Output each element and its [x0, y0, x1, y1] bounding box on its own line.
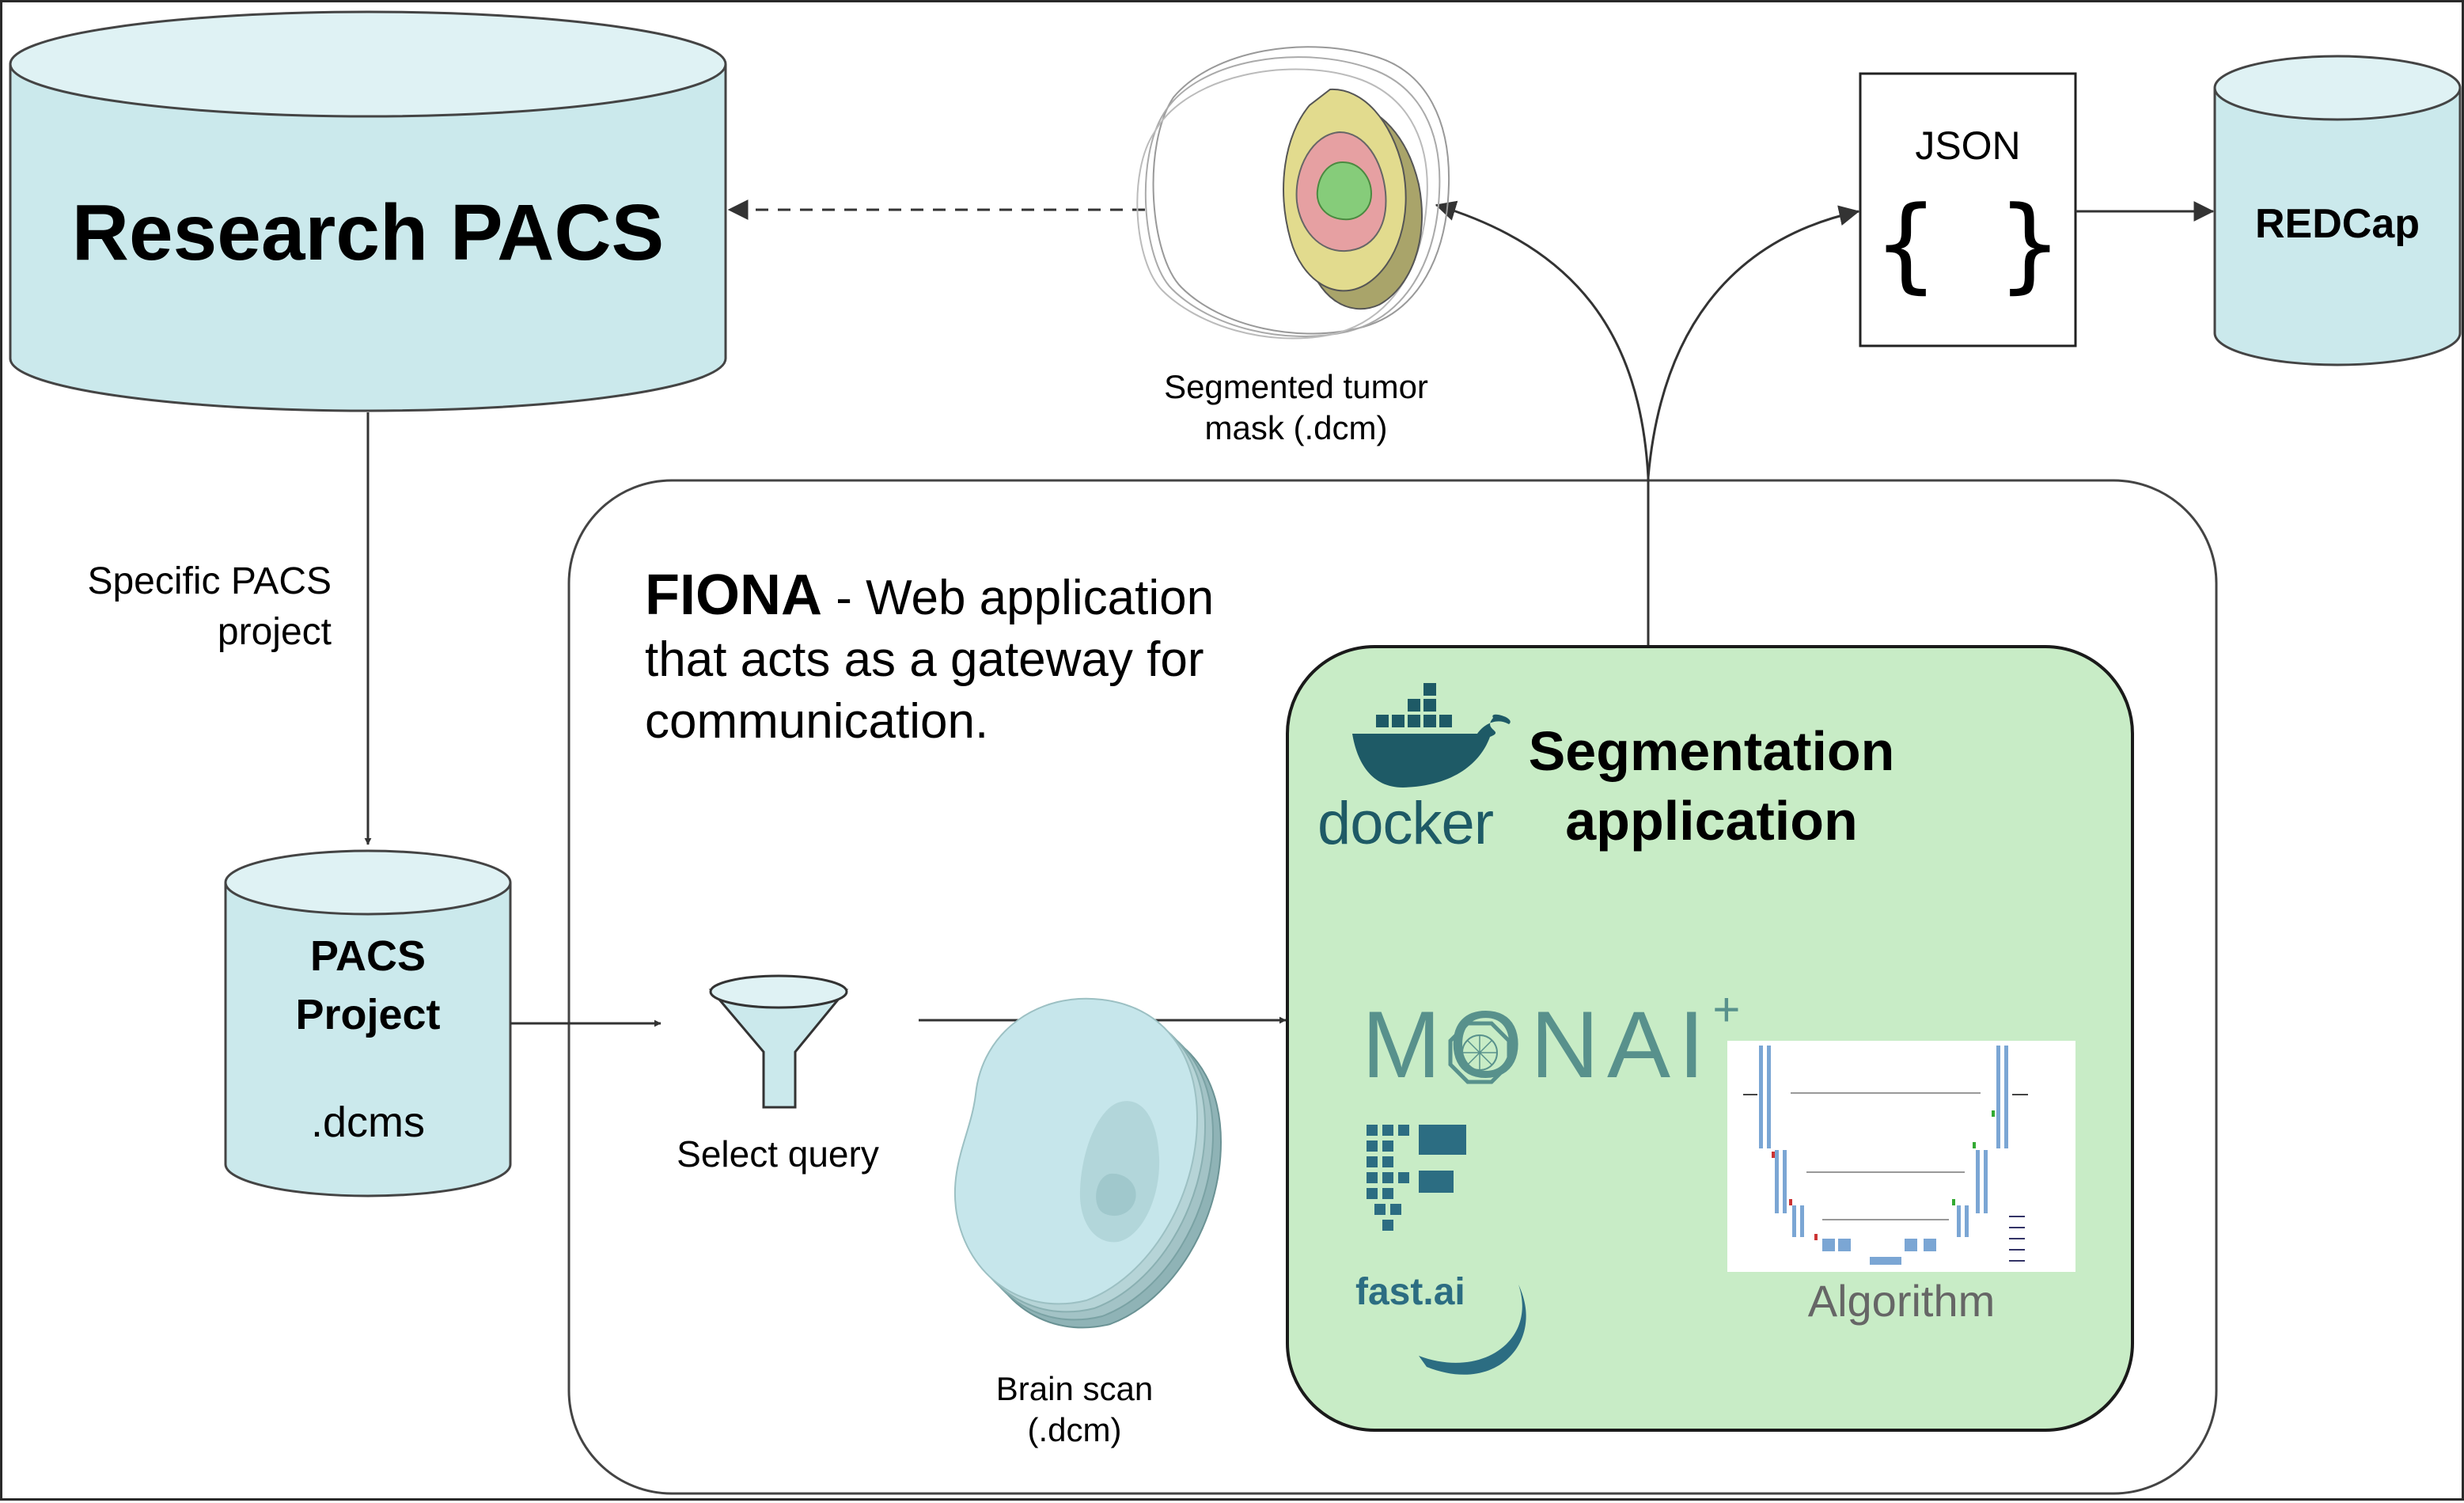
edge-label-specific-pacs: Specific PACS project	[87, 560, 332, 653]
edge-segmentation-to-json	[1647, 205, 1860, 478]
tumor-mask-label: Segmented tumor mask (.dcm)	[1164, 368, 1428, 446]
edge-segmentation-to-mask	[1435, 200, 1650, 645]
pacs-project-title: PACS Project	[295, 932, 441, 1038]
docker-icon	[1352, 683, 1511, 788]
segmentation-app-title: Segmentation application	[1528, 720, 1895, 852]
tumor-mask-icon	[1136, 46, 1450, 340]
research-pacs-title: Research PACS	[71, 188, 665, 277]
research-pacs-cylinder	[9, 10, 727, 412]
fiona-description: FIONA - Web application that acts as a g…	[645, 564, 1215, 749]
monai-wordmark: MONAI+	[1362, 983, 1749, 1098]
pacs-project-cylinder	[224, 849, 512, 1197]
redcap-title: REDCap	[2254, 201, 2420, 247]
select-query-label: Select query	[677, 1133, 879, 1175]
algorithm-label: Algorithm	[1807, 1276, 1996, 1326]
json-braces-icon: { }	[1875, 184, 2061, 304]
fastai-wordmark: fast.ai	[1355, 1271, 1465, 1313]
funnel-icon	[708, 974, 849, 1109]
json-label: JSON	[1915, 123, 2021, 168]
json-box	[1859, 72, 2077, 347]
pacs-project-subtitle: .dcms	[310, 1099, 426, 1146]
monai-emblem-icon	[1448, 1021, 1511, 1084]
fastai-logo-icon	[1367, 1125, 1526, 1375]
redcap-cylinder	[2213, 55, 2462, 366]
fiona-name: FIONA	[645, 564, 822, 627]
brain-scan-label: Brain scan (.dcm)	[995, 1370, 1154, 1448]
brain-scan-icon	[953, 997, 1223, 1329]
docker-wordmark: docker	[1317, 790, 1494, 857]
algorithm-unet-figure	[1727, 1041, 2075, 1272]
